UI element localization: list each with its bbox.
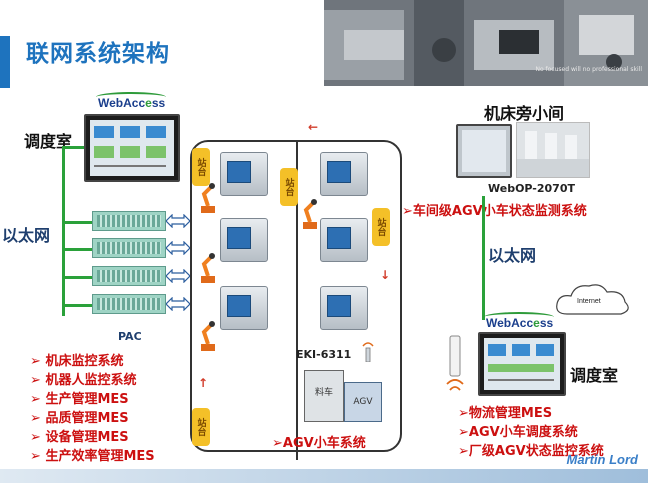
eki-label: EKI-6311 [296,348,352,361]
header-photo: No focused will no professional skill [324,0,648,86]
pac-label: PAC [118,330,142,343]
webaccess-logo-right: WebAccess [484,312,554,330]
list-item: ➢AGV小车调度系统 [458,425,578,440]
station-marker: 站台 [280,168,298,206]
monitor-screen-icon [94,126,166,167]
list-item: ➢ 机床监控系统 [30,354,124,369]
wireless-signal-icon [362,342,374,362]
pac-rack [92,266,166,286]
agv-system-label: ➢AGV小车系统 [272,436,366,451]
track-direction-arrow-icon: ↓ [380,268,391,282]
left-systems-list: ➢ 机床监控系统 ➢ 机器人监控系统 ➢ 生产管理MES ➢ 品质管理MES ➢… [30,352,155,466]
double-arrow-icon [166,297,190,311]
internet-label: Internet [577,298,601,305]
right-systems-list: ➢物流管理MES ➢AGV小车调度系统 ➢厂级AGV状态监控系统 [458,404,604,461]
list-item: ➢ 品质管理MES [30,411,129,426]
webaccess-logo-left: WebAccess [96,92,166,110]
list-item: ➢厂级AGV状态监控系统 [458,444,604,459]
right-ethernet-label: 以太网 [488,246,537,265]
page-title: 联网系统架构 [26,41,170,67]
double-arrow-icon [166,214,190,228]
track-direction-arrow-icon: ↑ [198,376,209,390]
title-accent-bar [0,36,10,88]
cnc-machine [320,286,368,330]
agv-cart: AGV [344,382,382,422]
list-item: ➢物流管理MES [458,406,553,421]
cnc-machine [320,218,368,262]
material-box: 料车 [304,370,344,422]
wireless-access-point-icon [446,335,464,391]
ethernet-branch [62,146,84,149]
robot-arm-icon [201,253,215,283]
machine-room-label: 机床旁小间 [484,104,565,123]
pac-rack [92,211,166,231]
double-arrow-icon [166,269,190,283]
right-control-room-label: 调度室 [570,366,619,385]
machinery-photo-image [324,0,648,86]
list-item: ➢ 设备管理MES [30,430,129,445]
list-item: ➢ 生产效率管理MES [30,449,155,464]
right-control-monitor [478,332,566,396]
left-control-monitor [84,114,180,182]
cnc-machine [220,152,268,196]
robot-arm-icon [201,321,215,351]
list-item: ➢ 生产管理MES [30,392,129,407]
ethernet-branch [62,248,92,251]
shop-agv-system-label: ➢车间级AGV小车状态监测系统 [402,204,587,219]
internet-cloud-icon [556,284,629,315]
cnc-machine [220,218,268,262]
photo-caption: No focused will no professional skill [535,66,642,73]
robot-arm-icon [303,199,317,229]
webop-model-label: WebOP-2070T [488,182,575,195]
track-direction-arrow-icon: ← [308,120,319,134]
left-ethernet-label: 以太网 [2,226,51,245]
footer-strip [0,469,648,483]
cnc-machine [220,286,268,330]
left-ethernet-line [62,146,65,316]
ethernet-branch [62,304,92,307]
monitor-screen-icon [488,344,554,381]
agv-track-divider [296,140,298,460]
station-marker: 站台 [372,208,390,246]
machine-room-photo [516,122,590,178]
station-marker: 站台 [192,408,210,446]
left-control-room-label: 调度室 [24,132,73,151]
pac-rack [92,294,166,314]
right-ethernet-line [482,196,485,320]
ethernet-branch [62,276,92,279]
station-marker: 站台 [192,148,210,186]
robot-arm-icon [201,183,215,213]
list-item: ➢ 机器人监控系统 [30,373,137,388]
ethernet-branch [62,221,92,224]
room-photo-image [517,131,589,177]
webop-panel [456,124,512,178]
double-arrow-icon [166,241,190,255]
cnc-machine [320,152,368,196]
martin-lord-logo: Martin Lord [566,452,639,467]
pac-rack [92,238,166,258]
